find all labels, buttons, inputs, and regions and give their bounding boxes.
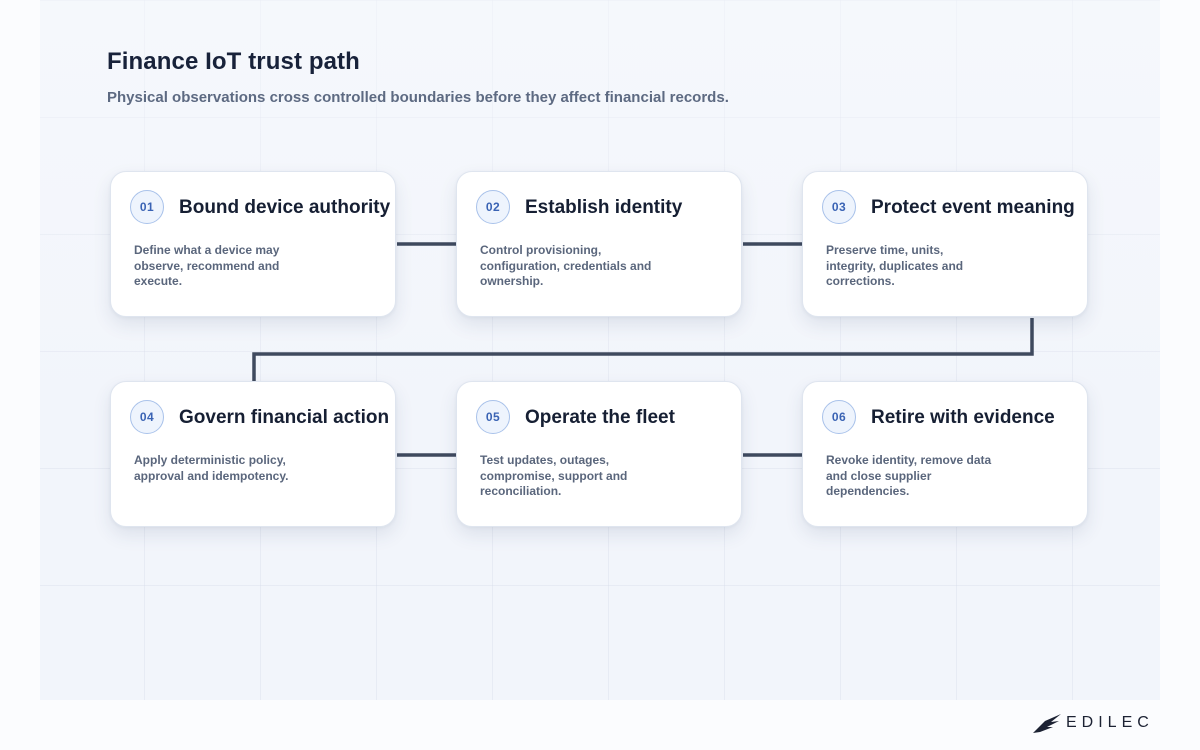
step-description: Preserve time, units, integrity, duplica… bbox=[826, 243, 964, 288]
step-card-01: 01 Bound device authority Define what a … bbox=[110, 171, 396, 317]
step-title: Operate the fleet bbox=[525, 407, 675, 428]
step-number-badge: 03 bbox=[822, 190, 856, 224]
step-description: Test updates, outages, compromise, suppo… bbox=[480, 453, 628, 498]
step-card-03: 03 Protect event meaning Preserve time, … bbox=[802, 171, 1088, 317]
step-number-badge: 04 bbox=[130, 400, 164, 434]
step-card-06: 06 Retire with evidence Revoke identity,… bbox=[802, 381, 1088, 527]
diagram-background bbox=[40, 0, 1160, 700]
brand-logo-text: EDILEC bbox=[1066, 714, 1154, 731]
step-card-05: 05 Operate the fleet Test updates, outag… bbox=[456, 381, 742, 527]
connector-03-04 bbox=[252, 318, 1034, 381]
bird-wing-icon bbox=[1033, 714, 1061, 733]
step-title: Establish identity bbox=[525, 197, 683, 218]
page-subtitle: Physical observations cross controlled b… bbox=[107, 89, 729, 106]
step-number-badge: 06 bbox=[822, 400, 856, 434]
step-title: Protect event meaning bbox=[871, 197, 1075, 218]
step-description: Apply deterministic policy, approval and… bbox=[134, 453, 289, 483]
step-title: Govern financial action bbox=[179, 407, 390, 428]
step-description: Control provisioning, configuration, cre… bbox=[480, 243, 652, 288]
step-title: Bound device authority bbox=[179, 197, 391, 218]
step-description: Define what a device may observe, recomm… bbox=[134, 243, 280, 288]
page-title: Finance IoT trust path bbox=[107, 48, 360, 75]
step-title: Retire with evidence bbox=[871, 407, 1055, 428]
step-number-badge: 02 bbox=[476, 190, 510, 224]
step-number-badge: 05 bbox=[476, 400, 510, 434]
step-description: Revoke identity, remove data and close s… bbox=[826, 453, 992, 498]
step-number-badge: 01 bbox=[130, 190, 164, 224]
step-card-02: 02 Establish identity Control provisioni… bbox=[456, 171, 742, 317]
brand-logo: EDILEC bbox=[1032, 710, 1154, 736]
step-card-04: 04 Govern financial action Apply determi… bbox=[110, 381, 396, 527]
